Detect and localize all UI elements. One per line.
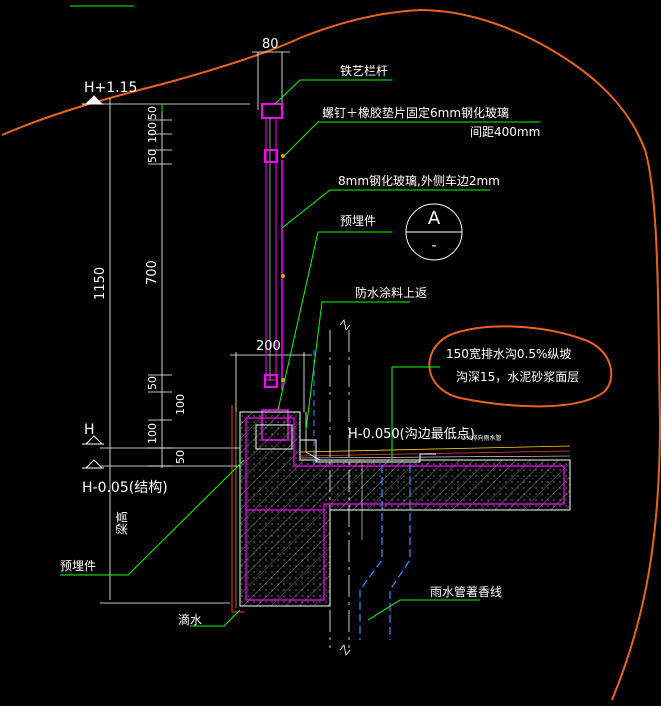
label-rail: 铁艺栏杆 [340, 63, 388, 78]
dim-50-d: 50 [174, 450, 187, 464]
label-embed-top: 预埋件 [340, 214, 376, 228]
dim-100-c: 100 [146, 423, 159, 444]
detail-callout: A - [405, 203, 463, 261]
elevation-base: H [84, 422, 95, 438]
label-pipe: 雨水管著香线 [430, 584, 502, 599]
dim-700: 700 [145, 260, 160, 285]
label-glass: 8mm钢化玻璃,外侧车边2mm [338, 173, 500, 188]
elevation-top: H+1.15 [84, 80, 137, 96]
concrete-structure [231, 405, 571, 613]
label-embed-bottom: 预埋件 [60, 559, 96, 573]
label-drain-1: 150宽排水沟0.5%纵坡 [446, 346, 571, 361]
label-bolt-2: 间距400mm [470, 125, 540, 139]
dim-200: 200 [256, 339, 281, 354]
label-elev-drain: H-0.050(沟边最低点) [348, 427, 475, 442]
label-waterproof: 防水涂料上返 [355, 285, 427, 300]
label-bolt-1: 螺钉＋橡胶垫片固定6mm钢化玻璃 [322, 105, 509, 120]
dimension-lines [100, 51, 312, 604]
dim-50-a: 50 [146, 106, 159, 120]
dim-80: 80 [262, 37, 279, 52]
dim-100-b: 100 [174, 394, 187, 415]
dim-50-c: 50 [146, 376, 159, 390]
callout-letter: A [428, 208, 441, 229]
label-drain-2: 沟深15，水泥砂浆面层 [456, 369, 579, 384]
markup-ellipse [428, 325, 613, 408]
pipes-axes [313, 319, 411, 656]
dim-100-a: 100 [146, 122, 159, 143]
markup-curve [1, 8, 661, 701]
leader-lines [60, 79, 540, 627]
elevation-struct: H-0.05(结构) [82, 480, 168, 496]
elevation-markers [82, 95, 104, 469]
callout-sub: - [431, 238, 436, 254]
label-beam-height: 梁高 [114, 511, 129, 535]
dim-1150: 1150 [93, 267, 108, 300]
dim-50-b: 50 [146, 149, 159, 163]
label-drip: 滴水 [178, 612, 202, 627]
label-elev-drain-small: 2%排向雨水管 [462, 434, 502, 442]
glass-railing [261, 103, 289, 441]
